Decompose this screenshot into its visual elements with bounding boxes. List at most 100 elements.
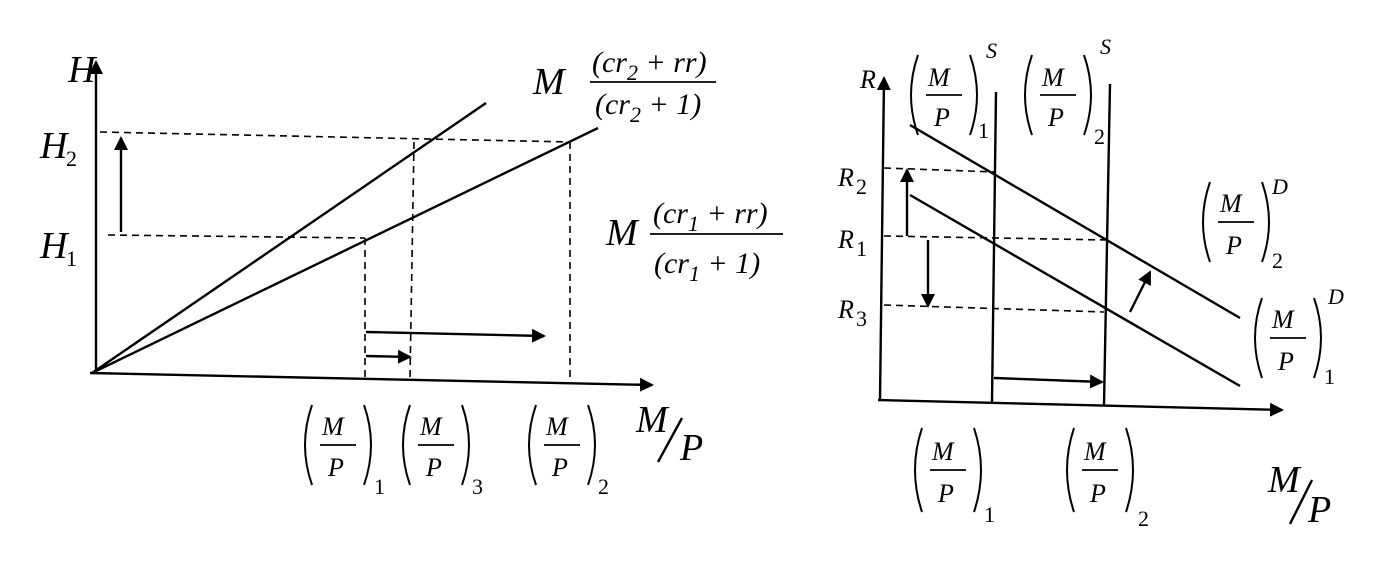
tick-base: R bbox=[837, 225, 854, 254]
left-line-cr1 bbox=[91, 126, 599, 375]
label-line-cr2: M (cr2 + rr) (cr2 + 1) bbox=[532, 46, 716, 127]
num: M bbox=[1271, 305, 1295, 334]
h1-dashed-guide bbox=[107, 234, 366, 239]
label-demand-2: M P 2 D bbox=[1202, 174, 1288, 273]
tick-base: R bbox=[837, 295, 854, 324]
num: M bbox=[927, 63, 951, 92]
long-shift-arrow bbox=[365, 328, 546, 343]
paren-right bbox=[1083, 54, 1092, 136]
paren-left bbox=[1066, 427, 1075, 513]
demand-line-1 bbox=[909, 193, 1241, 388]
den: P bbox=[933, 103, 950, 132]
num: M bbox=[321, 412, 345, 441]
paren-right bbox=[969, 54, 978, 136]
right-x-tick-mp2: M P 2 bbox=[1066, 427, 1149, 531]
sub: 1 bbox=[374, 474, 385, 499]
sup: D bbox=[1327, 284, 1344, 309]
paren-left bbox=[914, 427, 923, 513]
label-demand-1: M P 1 D bbox=[1254, 284, 1344, 389]
left-line-cr2 bbox=[91, 102, 487, 374]
right-x-tick-mp1: M P 1 bbox=[914, 427, 995, 527]
num: M bbox=[1267, 459, 1302, 501]
den: P bbox=[1307, 489, 1331, 531]
den: P bbox=[1277, 347, 1294, 376]
tick-sub: 2 bbox=[856, 174, 867, 199]
paren-left bbox=[1254, 297, 1263, 379]
right-y-axis bbox=[876, 76, 891, 401]
paren-right bbox=[1261, 181, 1270, 263]
num: (cr1 + rr) bbox=[653, 197, 768, 236]
sup: S bbox=[986, 38, 997, 63]
num: M bbox=[1219, 189, 1243, 218]
num: M bbox=[545, 412, 569, 441]
sub: 2 bbox=[598, 474, 609, 499]
left-x-axis-label: M P bbox=[635, 399, 703, 469]
sub: 1 bbox=[1324, 364, 1335, 389]
left-x-tick-mp1: M P 1 bbox=[304, 404, 385, 499]
slash bbox=[656, 417, 684, 463]
supply-line-2 bbox=[1102, 83, 1112, 406]
paren-left bbox=[1202, 181, 1211, 263]
paren-right bbox=[1313, 297, 1322, 379]
sub: 1 bbox=[978, 118, 989, 143]
paren-right bbox=[973, 427, 982, 513]
right-panel: R R 2 R 1 R 3 M bbox=[837, 34, 1344, 531]
mp3-dashed-drop bbox=[409, 141, 415, 379]
paren-right bbox=[461, 404, 470, 486]
left-y-axis-label: H bbox=[67, 49, 98, 91]
label-line-cr1: M (cr1 + rr) (cr1 + 1) bbox=[605, 197, 783, 286]
paren-left bbox=[528, 404, 537, 486]
right-y-tick-r2: R 2 bbox=[837, 163, 867, 199]
r2-dashed-guide bbox=[883, 167, 997, 173]
tick-base: R bbox=[837, 163, 854, 192]
r1-dashed-guide bbox=[883, 235, 1109, 241]
label-supply-1: M P 1 S bbox=[910, 38, 997, 143]
demand-shift-arrow bbox=[1128, 270, 1152, 313]
num: M bbox=[1083, 437, 1107, 466]
paren-right bbox=[1125, 427, 1134, 513]
left-panel: H H 2 H 1 M (cr2 + rr) (cr2 + 1) bbox=[39, 46, 783, 499]
den: (cr2 + 1) bbox=[595, 88, 701, 127]
sup: D bbox=[1271, 174, 1288, 199]
paren-right bbox=[363, 404, 372, 486]
den: P bbox=[327, 453, 344, 482]
left-x-axis bbox=[89, 371, 654, 392]
supply-line-1 bbox=[990, 91, 998, 403]
right-y-axis-label: R bbox=[859, 65, 876, 94]
num: M bbox=[419, 412, 443, 441]
tick-sub: 3 bbox=[856, 306, 867, 331]
left-x-tick-mp3: M P 3 bbox=[402, 404, 483, 499]
tick-sub: 1 bbox=[856, 236, 867, 261]
coef: M bbox=[605, 212, 640, 254]
label-supply-2: M P 2 S bbox=[1024, 34, 1111, 149]
den: P bbox=[425, 453, 442, 482]
num: M bbox=[931, 437, 955, 466]
paren-right bbox=[587, 404, 596, 486]
left-y-tick-h2: H 2 bbox=[39, 125, 77, 171]
h2-dashed-guide bbox=[99, 131, 571, 143]
slash bbox=[1288, 479, 1314, 525]
den: P bbox=[679, 427, 703, 469]
coef: M bbox=[532, 61, 567, 103]
right-x-axis bbox=[877, 398, 1284, 417]
sub: 2 bbox=[1138, 506, 1149, 531]
demand-line-2 bbox=[909, 123, 1241, 320]
den: P bbox=[1089, 479, 1106, 508]
left-y-tick-h1: H 1 bbox=[39, 225, 77, 271]
den: P bbox=[1225, 231, 1242, 260]
den: (cr1 + 1) bbox=[654, 247, 760, 286]
sup: S bbox=[1100, 34, 1111, 59]
sub: 2 bbox=[1272, 248, 1283, 273]
den: P bbox=[551, 453, 568, 482]
right-y-tick-r3: R 3 bbox=[837, 295, 867, 331]
num: (cr2 + rr) bbox=[592, 46, 707, 85]
right-y-tick-r1: R 1 bbox=[837, 225, 867, 261]
paren-left bbox=[910, 54, 919, 136]
short-shift-arrow bbox=[365, 349, 412, 364]
sub: 2 bbox=[1094, 124, 1105, 149]
r3-dashed-guide bbox=[883, 304, 1105, 313]
den: P bbox=[1047, 103, 1064, 132]
den: P bbox=[937, 479, 954, 508]
num: M bbox=[635, 399, 670, 441]
